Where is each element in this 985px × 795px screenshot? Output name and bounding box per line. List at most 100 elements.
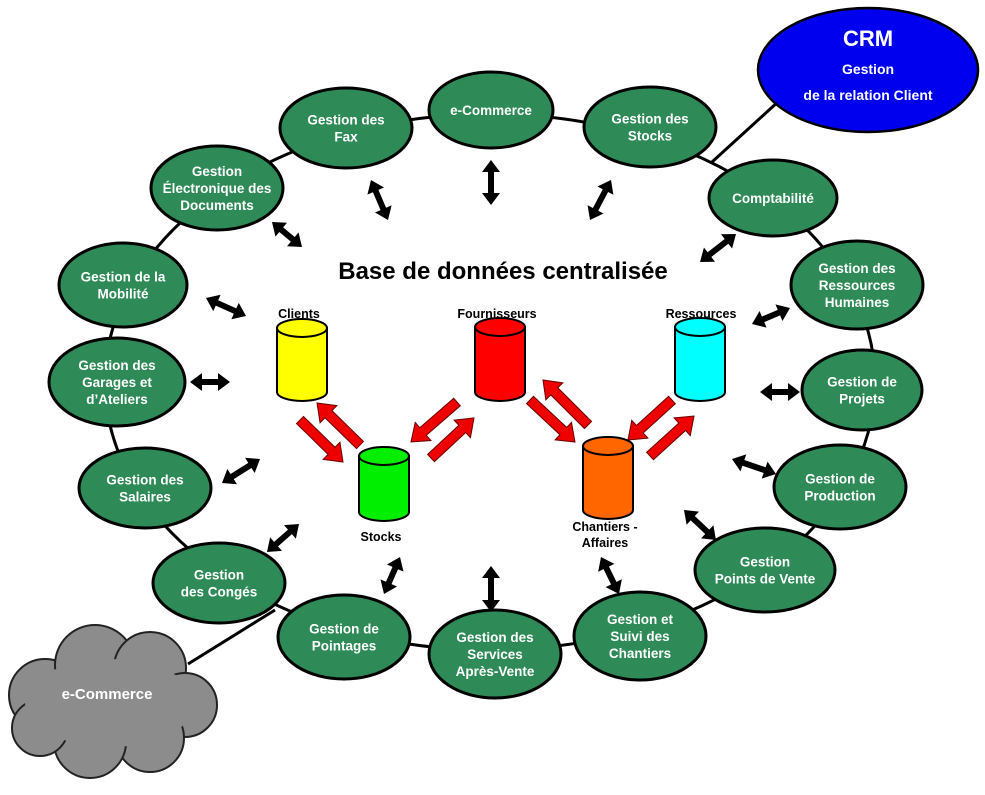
crm-line1: Gestion [842,61,894,77]
module-conges: Gestion des Congés [151,541,287,625]
module-label: Projets [839,392,885,407]
module-ecommerce: e-Commerce [427,70,555,150]
cylinder-body [276,327,328,402]
module-label: Gestion de [805,472,875,487]
module-label: Points de Vente [715,572,816,587]
cylinder-body [474,326,526,402]
double-arrow [482,566,500,612]
data-arrow [645,415,695,461]
module-label: Gestion des [818,261,895,276]
database-label: Clients [278,307,320,321]
crm-bubble: CRM Gestion de la relation Client [756,6,980,134]
module-shape [693,526,837,614]
cloud-label: e-Commerce [62,686,153,703]
module-label: Gestion des [106,473,183,488]
cloud-connector [187,608,276,666]
double-arrow [367,180,392,220]
module-shape [789,239,925,331]
module-label: Pointages [312,639,377,654]
module-label: Électronique des [163,181,272,196]
center-title: Base de données centralisée [338,258,667,285]
module-label: Gestion des [611,112,688,127]
double-arrow [222,457,260,485]
database-clients: Clients [276,307,328,402]
database-label: Affaires [582,536,629,550]
module-label: Fax [334,130,358,145]
module-label: Documents [180,198,254,213]
module-label: Chantiers [609,646,671,661]
module-label: Gestion et [607,612,674,627]
cylinder-body [358,455,410,522]
cylinder-top [582,436,634,456]
module-label: Gestion des [78,358,155,373]
double-arrow [206,294,246,320]
cylinder-top [358,446,410,466]
double-arrow [598,557,622,594]
module-shape [772,443,908,531]
database-chantiers: Chantiers - Affaires [572,436,638,550]
module-shape [427,70,555,150]
module-label: Garages et [82,375,152,390]
module-label: Production [804,489,875,504]
module-shape [800,348,924,432]
crm-title: CRM [843,26,893,51]
double-arrow [587,180,614,220]
crm-connector [710,98,782,164]
module-label: e-Commerce [450,103,532,118]
crm-line2: de la relation Client [803,87,932,103]
ecommerce-cloud: e-Commerce [8,624,218,779]
cylinder-top [674,317,726,337]
data-arrow [316,402,365,450]
double-arrow [272,222,302,247]
database-label: Chantiers - [572,520,637,534]
module-label: Mobilité [98,287,149,302]
module-shape [77,446,213,530]
module-mobilite: Gestion de la Mobilité [57,241,189,329]
data-arrow [426,417,475,463]
module-shape [707,158,839,238]
module-shape [57,241,189,329]
module-label: Gestion des [307,113,384,128]
module-label: Humaines [825,295,890,310]
database-fournisseurs: Fournisseurs [457,307,537,402]
module-label: d’Ateliers [86,392,148,407]
module-shape [276,593,412,681]
link-arrows [190,160,800,612]
module-shape [149,144,285,232]
double-arrow [684,510,716,540]
module-label: des Congés [181,585,258,600]
database-stocks: Stocks [358,446,410,544]
double-arrow [752,304,790,328]
data-flow-arrows [295,379,695,463]
module-label: Services [467,647,523,662]
module-label: Après-Vente [456,664,535,679]
cylinder-body [674,326,726,402]
module-label: Gestion [194,568,244,583]
cylinder-top [276,318,328,338]
module-production: Gestion de Production [772,443,908,531]
data-arrow [542,379,593,430]
module-label: Gestion [740,555,790,570]
database-label: Fournisseurs [457,307,536,321]
data-arrow [627,395,677,441]
module-label: Salaires [119,490,171,505]
cylinder-top [474,317,526,337]
module-comptabilite: Comptabilité [707,158,839,238]
double-arrow [380,557,404,594]
module-shape [151,541,287,625]
data-arrow [525,395,576,443]
module-shape [47,336,187,428]
module-label: Gestion de la [81,270,166,285]
